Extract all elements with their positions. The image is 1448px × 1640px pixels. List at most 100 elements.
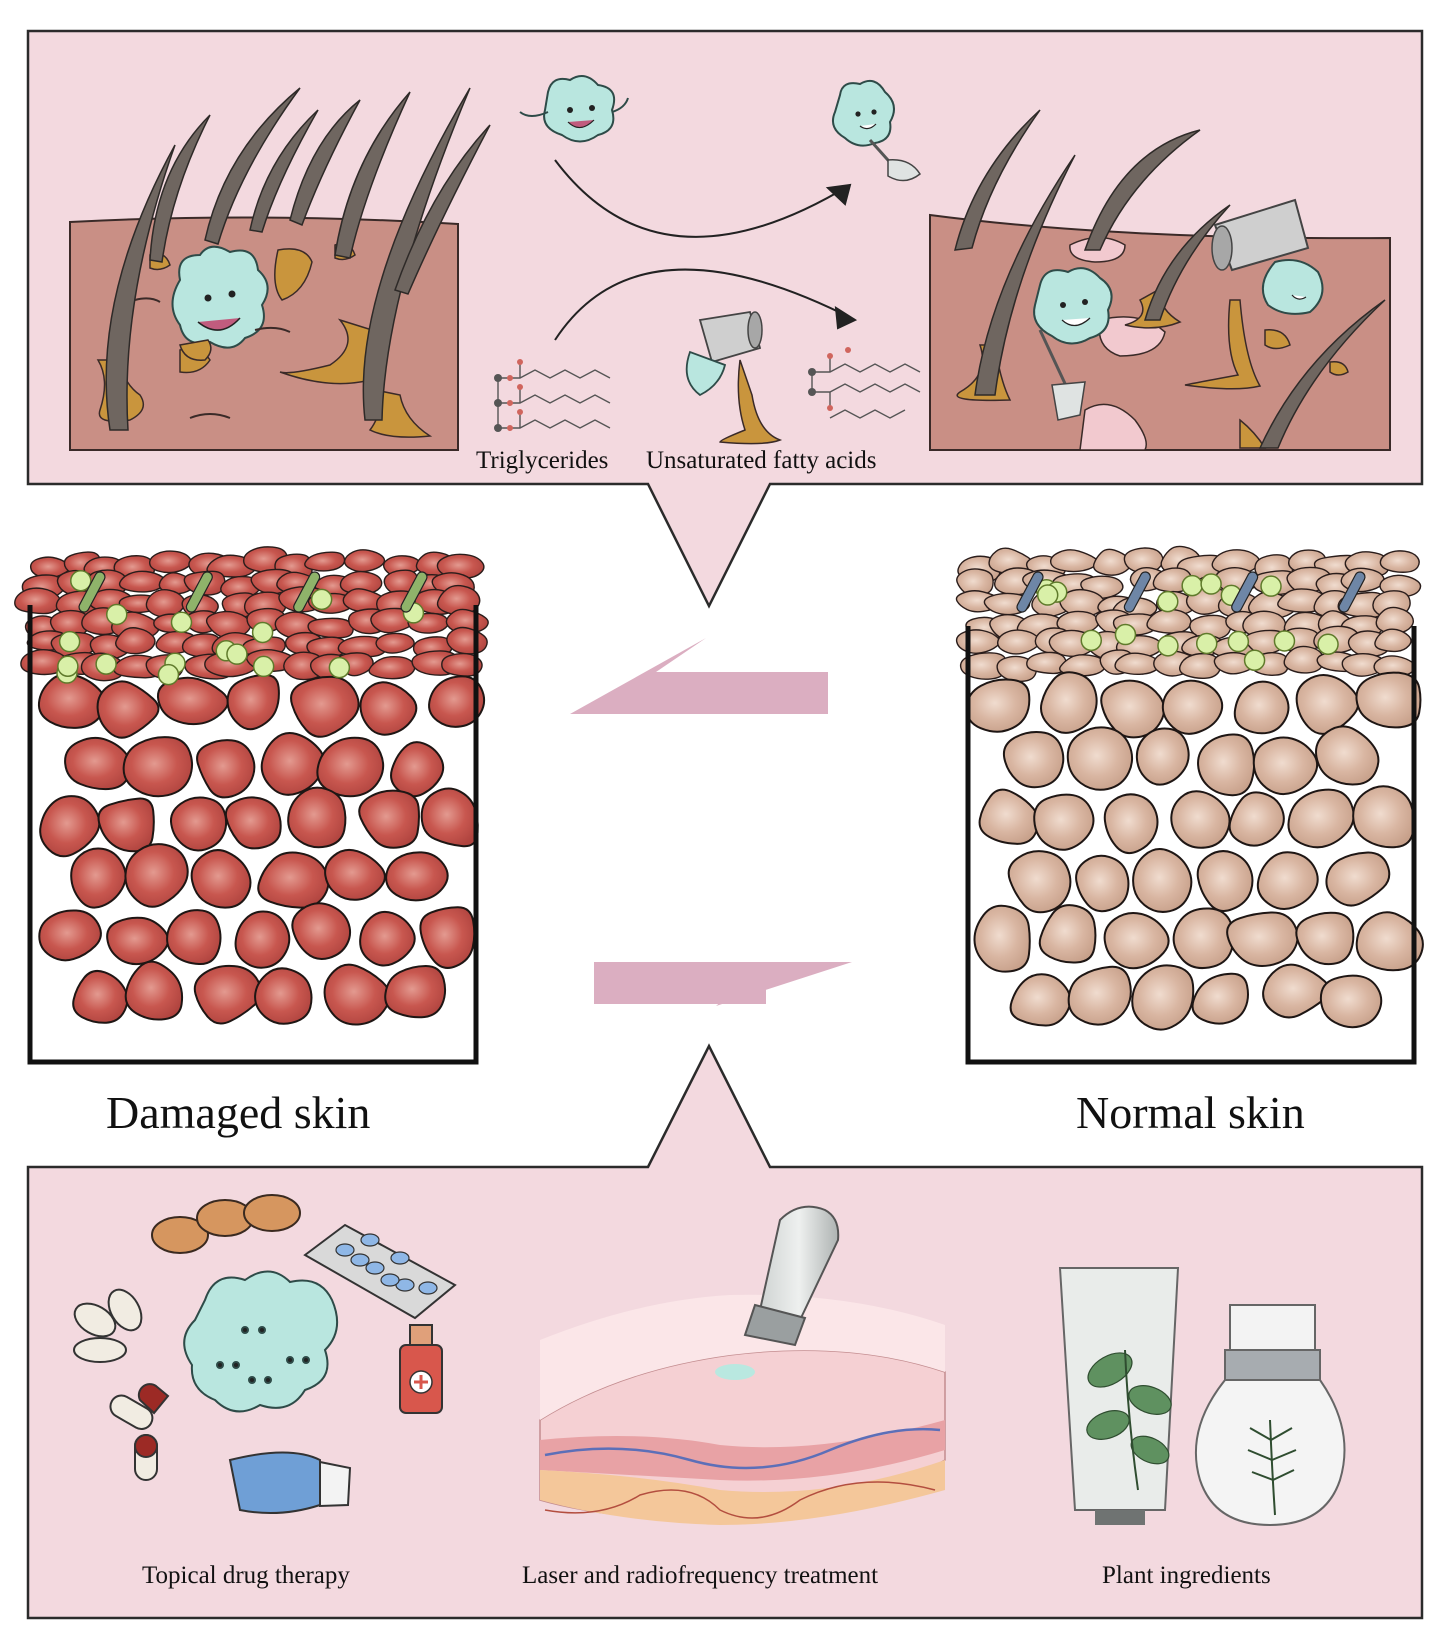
normal-rod-bacterium — [1231, 571, 1259, 613]
cosmetic-jar — [1194, 1304, 1346, 1527]
damaged-cell — [64, 736, 132, 791]
damaged-rod-bacterium — [400, 571, 428, 613]
normal-flat-cell — [1059, 654, 1107, 677]
normal-rod-bacterium — [1123, 571, 1151, 613]
laser-treatment-illustration — [539, 1205, 946, 1525]
damaged-flat-cell — [115, 627, 156, 655]
normal-cell — [1355, 671, 1422, 729]
damaged-cell — [72, 969, 129, 1024]
plant-ingredients-illustration — [1058, 1267, 1346, 1527]
topical-drug-therapy-label: Topical drug therapy — [142, 1562, 350, 1589]
damaged-lipid-droplet — [57, 655, 79, 678]
damaged-cell — [420, 787, 479, 848]
damaged-flat-cell — [343, 549, 386, 573]
damaged-cell — [384, 964, 447, 1019]
normal-cell — [1075, 854, 1130, 913]
normal-cell — [1196, 850, 1254, 912]
normal-cell — [1325, 851, 1391, 907]
normal-cell — [1352, 785, 1415, 849]
normal-skin-label: Normal skin — [1076, 1087, 1305, 1138]
damaged-cell — [324, 848, 386, 901]
damaged-lipid-droplet — [58, 630, 81, 653]
normal-cell — [1295, 911, 1355, 966]
hair-strands — [105, 87, 491, 431]
damaged-flat-cell — [337, 635, 388, 658]
normal-lipid-droplet — [1243, 649, 1266, 671]
normal-lipid-droplet — [1181, 574, 1203, 597]
normal-cell — [1002, 730, 1065, 789]
damaged-skin-tissue — [14, 546, 489, 1065]
pouring-cup — [685, 310, 783, 445]
damaged-cell — [124, 843, 189, 908]
damaged-rod-bacterium — [185, 571, 213, 613]
damaged-cell — [254, 967, 313, 1025]
damaged-rod-bacterium — [293, 571, 321, 613]
damaged-lipid-droplet — [170, 611, 193, 634]
orange-tablets — [151, 1194, 301, 1254]
normal-lipid-droplet — [1200, 573, 1222, 595]
normal-cell — [1038, 904, 1097, 964]
damaged-skin-frame — [27, 605, 479, 1065]
damaged-cell — [359, 681, 418, 736]
damaged-cell — [390, 741, 445, 798]
damaged-flat-cell — [145, 588, 186, 618]
damaged-cell — [257, 851, 330, 909]
microbe-right-shovel — [1033, 267, 1113, 421]
normal-lipid-droplet — [1317, 633, 1339, 656]
damaged-lipid-droplet — [310, 588, 333, 611]
damaged-cell — [124, 960, 184, 1021]
normal-lipid-droplet — [1227, 630, 1250, 653]
damaged-flat-cell — [375, 632, 415, 654]
damaged-cell — [193, 964, 262, 1025]
damaged-cell — [190, 849, 252, 909]
damaged-flat-cell — [205, 610, 252, 639]
normal-cell — [1252, 736, 1319, 796]
normal-cell — [1256, 851, 1319, 910]
normal-cell — [1172, 907, 1235, 970]
topical-drugs-illustration — [73, 1194, 457, 1515]
damaged-flat-cell — [14, 587, 62, 615]
damaged-flat-cell — [446, 626, 488, 655]
skin-texture-lines — [134, 297, 291, 419]
normal-cell — [1103, 793, 1159, 855]
normal-lipid-droplet — [1157, 590, 1179, 613]
damaged-cell — [38, 909, 102, 962]
damaged-flat-cell — [441, 652, 483, 677]
normal-flat-cell — [1375, 606, 1414, 635]
normal-flat-cell — [1379, 550, 1420, 573]
damaged-cell — [428, 675, 486, 728]
damaged-cell — [39, 795, 101, 858]
normal-flat-cell — [1374, 628, 1412, 653]
damaged-cell — [224, 796, 282, 850]
damaged-flat-cell — [339, 570, 383, 595]
damaged-cell — [96, 680, 160, 739]
normal-cell — [1170, 790, 1231, 849]
fatty-acid-molecule — [808, 347, 921, 419]
normal-skin-frame — [965, 626, 1417, 1065]
damaged-cell — [166, 909, 222, 966]
laser-device — [715, 1205, 840, 1380]
normal-cell — [973, 904, 1031, 973]
normal-lipid-droplet — [1080, 629, 1103, 652]
normal-lipid-droplet — [1114, 623, 1137, 646]
damaged-cell — [196, 739, 256, 799]
damaged-cell — [323, 963, 391, 1026]
conversion-arrows — [554, 159, 858, 341]
normal-cell — [1262, 963, 1331, 1019]
medicine-bottle — [399, 1324, 443, 1414]
normal-cell — [1039, 671, 1098, 734]
damaged-cell — [290, 675, 360, 738]
normal-cell — [965, 678, 1031, 733]
microbe-right-pouring — [1211, 198, 1324, 315]
microbe-left — [171, 245, 269, 361]
normal-cell — [1233, 680, 1290, 735]
normal-cell — [1161, 679, 1224, 735]
normal-cell — [1197, 733, 1256, 797]
normal-cell — [1007, 850, 1072, 914]
damaged-cell — [70, 847, 127, 909]
normal-flat-cell — [1114, 652, 1161, 676]
damaged-cell — [97, 797, 155, 853]
bottom-panel: Topical drug therapy Laser and radiofreq… — [26, 1043, 1424, 1620]
normal-cell — [1319, 974, 1383, 1029]
